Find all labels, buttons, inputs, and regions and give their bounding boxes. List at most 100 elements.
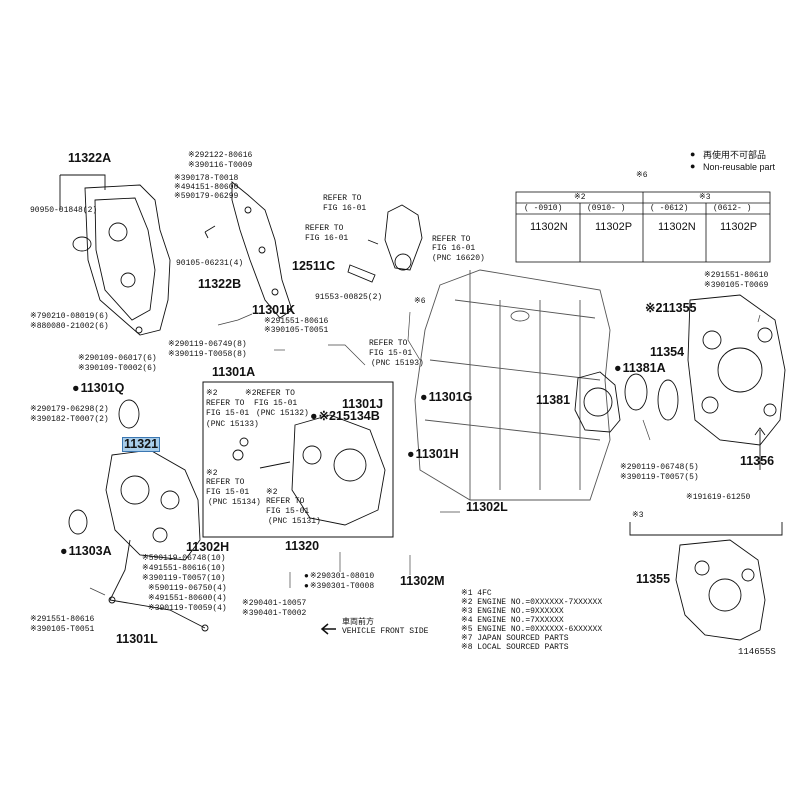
callout-11322A[interactable]: 11322A: [68, 151, 112, 165]
callout-90950[interactable]: 90950-01848(2): [30, 206, 98, 215]
callout-11321-highlighted[interactable]: 11321: [122, 437, 161, 452]
callout-11301J[interactable]: 11301J: [342, 397, 384, 411]
legend-nonreusable-jp: 再使用不可部品: [703, 150, 767, 160]
callout-11301G[interactable]: 11301G: [420, 391, 473, 404]
callout-590119[interactable]: ※590119-06748(10): [142, 554, 226, 563]
refer-fig-16-01[interactable]: FIG 16-01: [323, 204, 367, 213]
callout-390105[interactable]: ※390105-T0051: [30, 625, 95, 634]
callout-880080[interactable]: ※880080-21002(6): [30, 322, 109, 331]
callout-290301[interactable]: ※290301-08010: [304, 573, 374, 581]
refer-pnc: (PNC 15133): [206, 420, 259, 429]
refer-fig-15-01[interactable]: FIG 15-01: [266, 507, 310, 516]
refer-label: REFER TO: [432, 235, 471, 244]
callout-290179[interactable]: ※290179-06298(2): [30, 405, 109, 414]
table-part[interactable]: 11302P: [720, 221, 758, 233]
note-4: ※4 ENGINE NO.=7XXXXXX: [461, 616, 564, 625]
sensor-wire-outline: [108, 539, 209, 632]
marker-2: ※2: [206, 469, 218, 478]
callout-11355[interactable]: ※211355: [645, 301, 697, 315]
callout-11381[interactable]: 11381: [536, 393, 571, 407]
callout-390109[interactable]: ※390109-T0002(6): [78, 364, 157, 373]
figure-number: 114655S: [738, 647, 776, 657]
refer-fig-15-01[interactable]: FIG 15-01: [206, 488, 250, 497]
engine-block-outline: [414, 269, 611, 501]
refer-pnc: (PNC 15131): [268, 517, 321, 526]
front-side-jp: 車両前方: [342, 618, 374, 627]
table-part[interactable]: 11302N: [530, 221, 568, 233]
callout-292122[interactable]: ※292122-80616: [188, 151, 253, 160]
callout-291551[interactable]: ※291551-80616: [264, 317, 329, 326]
refer-fig-15-01[interactable]: FIG 15-01: [254, 399, 298, 408]
callout-15134B[interactable]: ※215134B: [310, 410, 380, 423]
callout-11322B[interactable]: 11322B: [198, 277, 242, 291]
refer-fig-16-01[interactable]: FIG 16-01: [432, 244, 476, 253]
callout-11381A[interactable]: 11381A: [614, 362, 666, 375]
gasket-ring-11354: [657, 379, 679, 421]
table-group-1: ※2: [574, 193, 586, 202]
callout-290119[interactable]: ※290119-06749(8): [168, 340, 247, 349]
refer-fig-15-01[interactable]: FIG 15-01: [369, 349, 413, 358]
callout-12511C[interactable]: 12511C: [292, 259, 336, 273]
callout-11356[interactable]: 11356: [740, 454, 775, 468]
callout-590119[interactable]: ※590119-06750(4): [148, 584, 227, 593]
marker-2: ※2: [206, 389, 218, 398]
nonreusable-icon: ●: [690, 161, 696, 171]
callout-390119[interactable]: ※390119-T0057(5): [620, 473, 699, 482]
note-5: ※5 ENGINE NO.=0XXXXXX-6XXXXXX: [461, 625, 603, 634]
table-range: (0910- ): [587, 204, 626, 213]
callout-11302H[interactable]: 11302H: [186, 540, 230, 554]
table-part[interactable]: 11302P: [595, 221, 633, 233]
callout-390301[interactable]: ※390301-T0008: [304, 583, 374, 591]
callout-390116[interactable]: ※390116-T0009: [188, 161, 253, 170]
callout-11354[interactable]: 11354: [650, 345, 685, 359]
notes-list: ※1 4FC ※2 ENGINE NO.=0XXXXXX-7XXXXXX ※3 …: [461, 590, 602, 653]
table-range: ( -0612): [650, 204, 689, 213]
refer-fig-16-01[interactable]: FIG 16-01: [305, 234, 349, 243]
callout-290119[interactable]: ※290119-06748(5): [620, 463, 699, 472]
callout-11301Q[interactable]: 11301Q: [72, 382, 125, 395]
table-marker: ※6: [636, 171, 648, 180]
refer-label: ※2REFER TO: [245, 389, 295, 398]
table-part[interactable]: 11302N: [658, 221, 696, 233]
note-1: ※1 4FC: [461, 589, 492, 598]
callout-790210[interactable]: ※790210-08019(6): [30, 312, 109, 321]
callout-290401[interactable]: ※290401-10057: [242, 599, 307, 608]
callout-191619[interactable]: ※191619-61250: [686, 493, 751, 502]
callout-390119[interactable]: ※390119-T0057(10): [142, 574, 226, 583]
callout-491551[interactable]: ※491551-80616(10): [142, 564, 226, 573]
callout-494151[interactable]: ※494151-80600: [174, 183, 239, 192]
callout-90105[interactable]: 90105-06231(4): [176, 259, 244, 268]
callout-590179[interactable]: ※590179-06299: [174, 192, 239, 201]
callout-491551[interactable]: ※491551-80600(4): [148, 594, 227, 603]
refer-pnc: (PNC 15132): [256, 409, 309, 418]
callout-390105[interactable]: ※390105-T0069: [704, 281, 769, 290]
seal-retainer-outline: [574, 371, 621, 433]
callout-390182[interactable]: ※390182-T0007(2): [30, 415, 109, 424]
callout-11301A[interactable]: 11301A: [212, 365, 256, 379]
callout-11302M[interactable]: 11302M: [400, 574, 445, 588]
lower-plate-bracket-line: [629, 522, 783, 536]
refer-fig-15-01[interactable]: FIG 15-01: [206, 409, 250, 418]
callout-11301K[interactable]: 11301K: [252, 303, 296, 317]
callout-291551[interactable]: ※291551-80610: [704, 271, 769, 280]
callout-390105[interactable]: ※390105-T0051: [264, 326, 329, 335]
note-8: ※8 LOCAL SOURCED PARTS: [461, 643, 569, 652]
callout-11301H[interactable]: 11301H: [407, 448, 459, 461]
cover-gasket-outline: [204, 181, 293, 319]
callout-11302L[interactable]: 11302L: [466, 500, 508, 514]
callout-390119[interactable]: ※390119-T0058(8): [168, 350, 247, 359]
front-arrow-icon: [320, 623, 336, 635]
callout-390119[interactable]: ※390119-T0059(4): [148, 604, 227, 613]
callout-390401[interactable]: ※390401-T0002: [242, 609, 307, 618]
callout-390178[interactable]: ※390178-T0018: [174, 174, 239, 183]
oil-seal-ring-11381A: [624, 373, 648, 411]
callout-290109[interactable]: ※290109-06017(6): [78, 354, 157, 363]
callout-11301L[interactable]: 11301L: [116, 632, 158, 646]
note-3: ※3 ENGINE NO.=9XXXXXX: [461, 607, 564, 616]
callout-291551[interactable]: ※291551-80616: [30, 615, 95, 624]
callout-11320[interactable]: 11320: [285, 539, 320, 553]
callout-11303A[interactable]: 11303A: [60, 545, 112, 558]
callout-11355[interactable]: 11355: [636, 572, 671, 586]
refer-label: REFER TO: [266, 497, 305, 506]
callout-91553[interactable]: 91553-00825(2): [315, 293, 383, 302]
